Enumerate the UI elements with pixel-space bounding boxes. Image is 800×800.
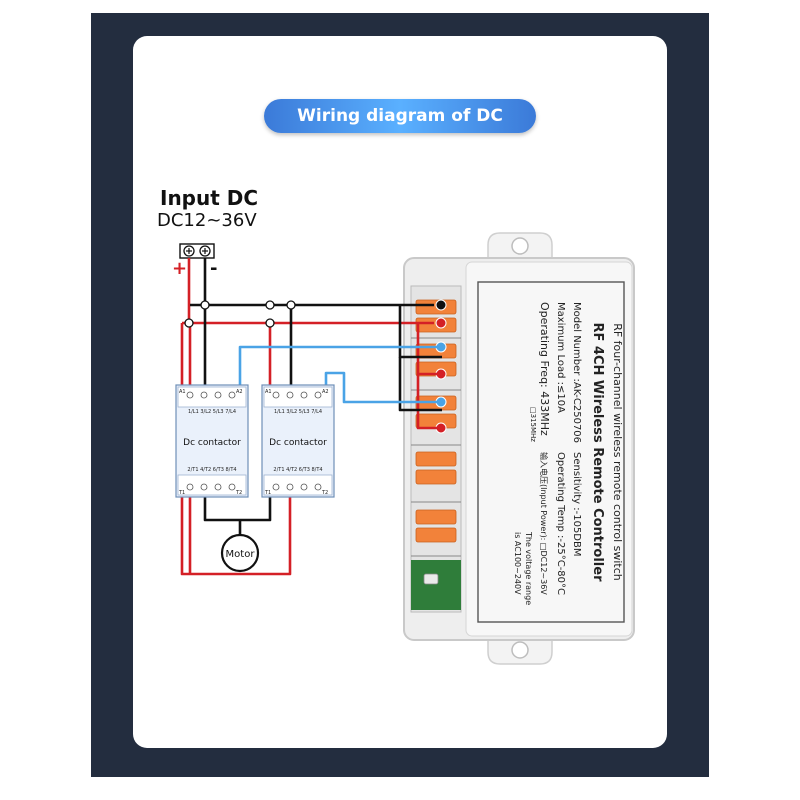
terminal-t2: T2 (321, 490, 328, 496)
device-op-freq: Operating Freq: 433MHz (538, 302, 551, 436)
wire-entry (435, 299, 447, 311)
input-dc-range: DC12~36V (157, 210, 257, 231)
label-border (477, 281, 625, 623)
input-dc-terminal (179, 243, 215, 259)
screw-terminal (272, 483, 280, 491)
terminal-t2: T2 (235, 490, 242, 496)
wire-blue-c2 (324, 371, 442, 404)
motor-label: Motor (226, 549, 256, 560)
pcb-edge (411, 560, 461, 610)
input-dc-label: Input DC (160, 186, 259, 210)
mount-hole-top (511, 237, 529, 255)
contactor-bottom-labels: 2/T1 4/T2 6/T3 8/T4 (273, 467, 322, 473)
push-terminal (415, 469, 457, 485)
plus-sign: + (172, 258, 187, 279)
terminal-strip (410, 285, 462, 613)
device-op-freq-alt: □315MHz (529, 407, 537, 442)
terminal-t1: T1 (178, 490, 185, 496)
screw-terminal (228, 483, 236, 491)
device-label-line1: RF four-channel wireless remote control … (611, 323, 624, 581)
wire-black-ch3 (398, 357, 442, 412)
mount-hole-bottom (511, 641, 529, 659)
remote-controller-module (403, 232, 635, 665)
contactor-top-labels: 1/L1 3/L2 5/L3 7/L4 (188, 409, 236, 415)
screw-terminal (286, 483, 294, 491)
terminal-a2: A2 (236, 389, 243, 395)
screw-terminal (314, 483, 322, 491)
contactor-bottom-strip (177, 474, 247, 496)
screw-terminal (228, 391, 236, 399)
terminal-t1: T1 (264, 490, 271, 496)
screw-terminal (200, 391, 208, 399)
device-voltage-range-1: The voltage range (524, 531, 533, 605)
screw-terminal (186, 483, 194, 491)
screw-terminal (286, 391, 294, 399)
screw-terminal (300, 483, 308, 491)
push-terminal (415, 509, 457, 525)
wire-black-bridge (203, 490, 272, 522)
dc-contactor-1: A1 A2 1/L1 3/L2 5/L3 7/L4 Dc contactor 2/T1 … (175, 384, 249, 498)
contactor-name: Dc contactor (269, 438, 327, 448)
device-op-temp: Operating Temp :-25°C-80°C (555, 452, 566, 595)
device-label-line2: RF 4CH Wireless Remote Controller (590, 323, 605, 583)
device-label: RF four-channel wireless remote control … (513, 302, 624, 605)
screw-terminal (300, 391, 308, 399)
device-sensitivity: Sensitivity :-105DBM (571, 452, 582, 557)
device-max-load: Maximum Load :≤10A (555, 302, 566, 413)
wire-red-ch3 (416, 374, 442, 430)
terminal-a2: A2 (322, 389, 329, 395)
contactor-top-labels: 1/L1 3/L2 5/L3 7/L4 (274, 409, 322, 415)
terminal-blocks (411, 299, 461, 557)
device-input-power: 输入电压(Input Power): □DC12~36V (539, 452, 549, 595)
contactor-bottom-labels: 2/T1 4/T2 6/T3 8/T4 (187, 467, 236, 473)
contactor-top-strip (177, 386, 247, 408)
device-voltage-range-2: is AC100~240V (513, 532, 522, 595)
screw-terminal (200, 483, 208, 491)
push-terminal (415, 451, 457, 467)
contactor-name: Dc contactor (183, 438, 241, 448)
screw-terminal (214, 483, 222, 491)
wire-blue-c1 (238, 345, 442, 395)
diagram-title: Wiring diagram of DC contactor (264, 99, 536, 160)
pairing-button (423, 573, 439, 585)
terminal-a1: A1 (179, 389, 186, 395)
push-terminal (415, 527, 457, 543)
terminal-a1: A1 (265, 389, 272, 395)
contactor-top-strip (263, 386, 333, 408)
screw-terminal (186, 391, 194, 399)
dc-contactor-2: A1 A2 1/L1 3/L2 5/L3 7/L4 Dc contactor 2/T1 … (261, 384, 335, 498)
contactor-bottom-strip (263, 474, 333, 496)
device-cover (465, 261, 633, 637)
screw-terminal (314, 391, 322, 399)
junction-markers (184, 300, 296, 328)
screw-terminal (214, 391, 222, 399)
motor: Motor (220, 533, 260, 573)
screw-terminal (272, 391, 280, 399)
wire-entry (435, 317, 447, 329)
device-model: Model Number :AK-C250706 (571, 302, 582, 443)
minus-sign: - (210, 258, 217, 279)
